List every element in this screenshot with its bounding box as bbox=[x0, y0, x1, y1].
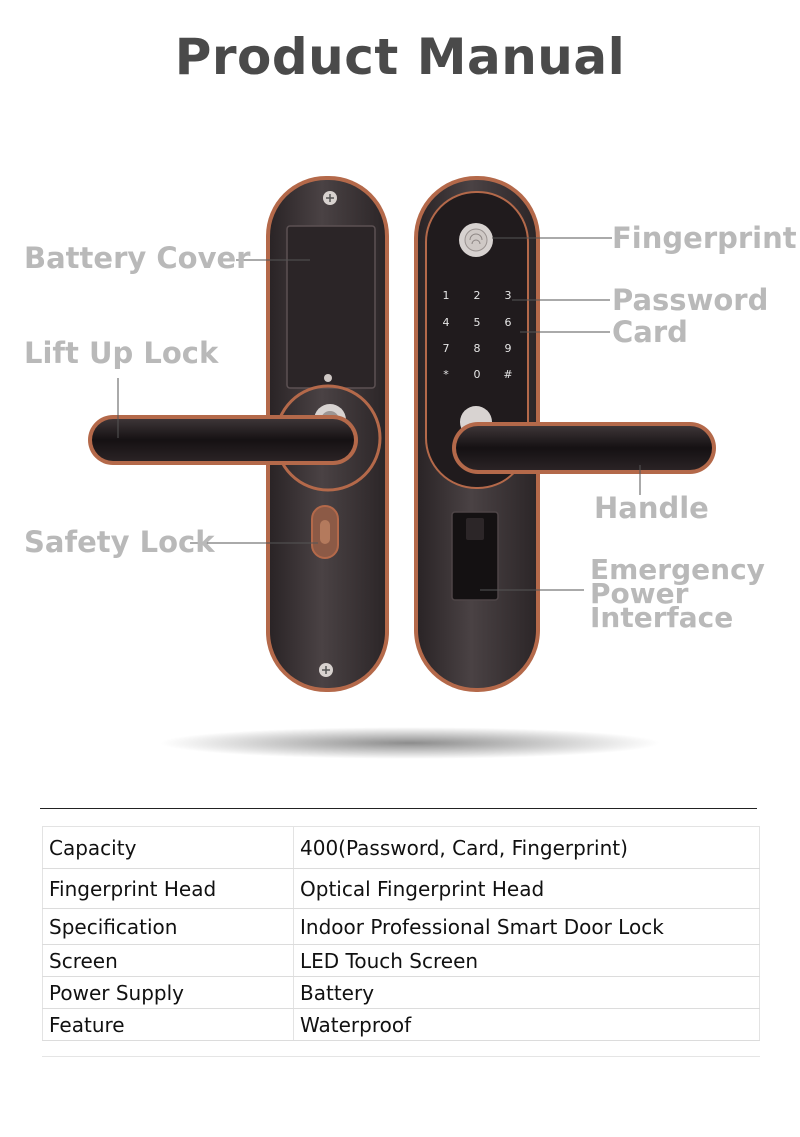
spec-value: LED Touch Screen bbox=[293, 944, 760, 977]
spec-value: Indoor Professional Smart Door Lock bbox=[293, 908, 760, 945]
key-5: 5 bbox=[474, 316, 481, 329]
spec-label: Feature bbox=[42, 1008, 294, 1041]
spec-label: Fingerprint Head bbox=[42, 868, 294, 909]
key-4: 4 bbox=[443, 316, 450, 329]
key-2: 2 bbox=[474, 289, 481, 302]
callout-card: Card bbox=[612, 315, 688, 349]
callout-emergency-power-interface: Emergency Power Interface bbox=[590, 553, 765, 634]
callout-safety-lock: Safety Lock bbox=[24, 525, 215, 559]
spec-label: Power Supply bbox=[42, 976, 294, 1009]
table-row: Screen LED Touch Screen bbox=[42, 944, 760, 977]
callout-handle: Handle bbox=[594, 491, 709, 525]
key-6: 6 bbox=[505, 316, 512, 329]
table-row: Capacity 400(Password, Card, Fingerprint… bbox=[42, 826, 760, 869]
key-0: 0 bbox=[474, 368, 481, 381]
key-9: 9 bbox=[505, 342, 512, 355]
page-title: Product Manual bbox=[174, 28, 626, 86]
spec-value: Optical Fingerprint Head bbox=[293, 868, 760, 909]
spec-table: Capacity 400(Password, Card, Fingerprint… bbox=[42, 826, 760, 1041]
table-row: Fingerprint Head Optical Fingerprint Hea… bbox=[42, 868, 760, 909]
callout-password: Password bbox=[612, 283, 769, 317]
key-1: 1 bbox=[443, 289, 450, 302]
key-3: 3 bbox=[505, 289, 512, 302]
callout-emergency-line1: Emergency bbox=[590, 553, 765, 586]
floor-shadow bbox=[160, 727, 660, 759]
spec-label: Specification bbox=[42, 908, 294, 945]
inner-handle bbox=[88, 415, 358, 465]
spec-label: Screen bbox=[42, 944, 294, 977]
callout-battery-cover: Battery Cover bbox=[24, 241, 251, 275]
outer-handle bbox=[452, 422, 716, 474]
bottom-divider bbox=[42, 1056, 760, 1057]
lock-illustration: 1 2 3 4 5 6 7 8 9 * 0 # bbox=[88, 176, 716, 759]
table-row: Power Supply Battery bbox=[42, 976, 760, 1009]
spec-value: 400(Password, Card, Fingerprint) bbox=[293, 826, 760, 869]
callout-emergency-line3: Interface bbox=[590, 600, 734, 634]
spec-label: Capacity bbox=[42, 826, 294, 869]
keypad: 1 2 3 4 5 6 7 8 9 * 0 # bbox=[443, 289, 513, 381]
key-8: 8 bbox=[474, 342, 481, 355]
key-7: 7 bbox=[443, 342, 450, 355]
key-star: * bbox=[443, 368, 449, 381]
spec-value: Battery bbox=[293, 976, 760, 1009]
callout-emergency-line2: Power bbox=[590, 576, 689, 610]
table-row: Feature Waterproof bbox=[42, 1008, 760, 1041]
table-row: Specification Indoor Professional Smart … bbox=[42, 908, 760, 945]
key-hash: # bbox=[503, 368, 512, 381]
callout-fingerprint: Fingerprint bbox=[612, 221, 797, 255]
leader-lines bbox=[117, 237, 641, 591]
section-divider bbox=[40, 808, 757, 809]
spec-value: Waterproof bbox=[293, 1008, 760, 1041]
callout-lift-up-lock: Lift Up Lock bbox=[24, 336, 219, 370]
